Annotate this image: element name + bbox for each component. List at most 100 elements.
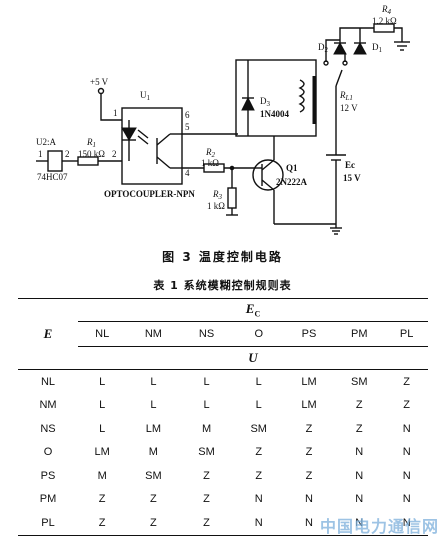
table-cell: LM — [145, 422, 162, 435]
column-label: NL — [78, 321, 127, 347]
table-cell: SM — [198, 446, 215, 459]
q1-transistor — [252, 159, 284, 191]
table-cell: N — [284, 511, 334, 536]
table-cell: Z — [203, 493, 210, 506]
table-cell: N — [385, 511, 428, 536]
d1-diode — [353, 41, 367, 55]
opto-pin4: 4 — [185, 168, 190, 178]
table-cell: N — [333, 511, 386, 536]
table-cell: SM — [145, 469, 162, 482]
table-cell: Z — [305, 469, 313, 482]
row-label: PL — [18, 511, 78, 536]
table-cell: Z — [255, 469, 263, 482]
table-cell: Z — [255, 446, 263, 459]
d3-part: 1N4004 — [260, 109, 289, 119]
table-cell: L — [99, 422, 106, 435]
table-cell: Z — [355, 422, 363, 435]
table-cell: N — [254, 493, 263, 506]
table-cell: L — [99, 399, 106, 412]
table-cell: N — [402, 469, 411, 482]
r4-value: 1.2 kΩ — [372, 16, 397, 26]
r3-label: R3 — [212, 189, 223, 201]
table-cell: Z — [305, 446, 313, 459]
q1-label: Q1 — [286, 163, 298, 173]
column-header-u: U — [78, 346, 428, 370]
table-cell: Z — [150, 493, 157, 506]
table-cell: Z — [305, 422, 313, 435]
ec-value: 15 V — [343, 173, 361, 183]
row-label: NL — [40, 375, 56, 388]
table-cell: LM — [301, 399, 317, 412]
row-header-e: E — [18, 298, 78, 370]
table-header-u-row: U — [18, 346, 428, 370]
table-cell: LM — [301, 375, 317, 388]
table-cell: Z — [126, 511, 181, 536]
table-row: NS L LM M SM Z Z N — [18, 417, 428, 441]
table-row: NL L L L L LM SM Z — [18, 370, 428, 394]
column-label: PM — [333, 321, 386, 347]
row-label: NS — [40, 422, 56, 435]
relay-coil — [298, 79, 305, 113]
u1-label: U1 — [140, 90, 151, 102]
table-cell: N — [402, 446, 411, 459]
table-cell: Z — [355, 399, 363, 412]
r1-label: R1 — [86, 137, 96, 149]
opto-pin1: 1 — [113, 108, 118, 118]
table-cell: Z — [78, 511, 127, 536]
table-cell: L — [150, 375, 157, 388]
table-cell: Z — [403, 375, 411, 388]
relay-coil-box — [235, 59, 317, 137]
table-cell: L — [99, 375, 106, 388]
table-caption: 表 1 系统模糊控制规则表 — [153, 279, 292, 292]
d1-label: D1 — [372, 42, 383, 54]
figure-caption: 图 3 温度控制电路 — [162, 250, 283, 264]
column-label: PL — [385, 321, 428, 347]
row-label: NM — [39, 399, 57, 412]
opto-part: OPTOCOUPLER-NPN — [104, 189, 195, 199]
table-cell: M — [97, 469, 107, 482]
u2-label: U2:A — [36, 137, 57, 147]
table-cell: SM — [350, 375, 368, 388]
table-cell: Z — [203, 469, 210, 482]
d3-diode — [241, 96, 255, 111]
table-cell: L — [203, 399, 210, 412]
table-cell: M — [201, 422, 212, 435]
d3-label: D3 — [260, 96, 271, 108]
table-cell: N — [402, 422, 411, 435]
column-label: NM — [126, 321, 181, 347]
opto-pin6: 6 — [185, 110, 190, 120]
table-cell: L — [255, 375, 262, 388]
column-label: PS — [284, 321, 334, 347]
table-cell: L — [150, 399, 157, 412]
row-label: O — [43, 446, 53, 459]
table-cell: N — [355, 493, 364, 506]
table-cell: N — [232, 511, 285, 536]
r4-label: R4 — [381, 4, 392, 16]
q1-part: 2N222A — [276, 177, 307, 187]
circuit-diagram: U2:A 1 2 74HC07 R1 150 kΩ 2 +5 V 1 U1 6 … — [36, 4, 410, 235]
r3-value: 1 kΩ — [207, 201, 225, 211]
vcc-label: +5 V — [90, 77, 109, 87]
table-header-ec-row: E EC — [18, 298, 428, 370]
d2-diode — [333, 41, 347, 55]
table-cell: SM — [250, 422, 267, 435]
column-label: NS — [180, 321, 233, 347]
rl1-label: RL1 — [339, 90, 353, 102]
table-cell: Z — [403, 399, 411, 412]
opto-pin5: 5 — [185, 122, 190, 132]
column-label: O — [232, 321, 285, 347]
r2-value: 1 kΩ — [201, 158, 219, 168]
table-cell: N — [402, 493, 411, 506]
r1-value: 150 kΩ — [78, 149, 105, 159]
rl1-value: 12 V — [340, 103, 358, 113]
u2-buffer — [47, 150, 63, 172]
table-cell: N — [355, 469, 364, 482]
table-cell: L — [203, 375, 210, 388]
